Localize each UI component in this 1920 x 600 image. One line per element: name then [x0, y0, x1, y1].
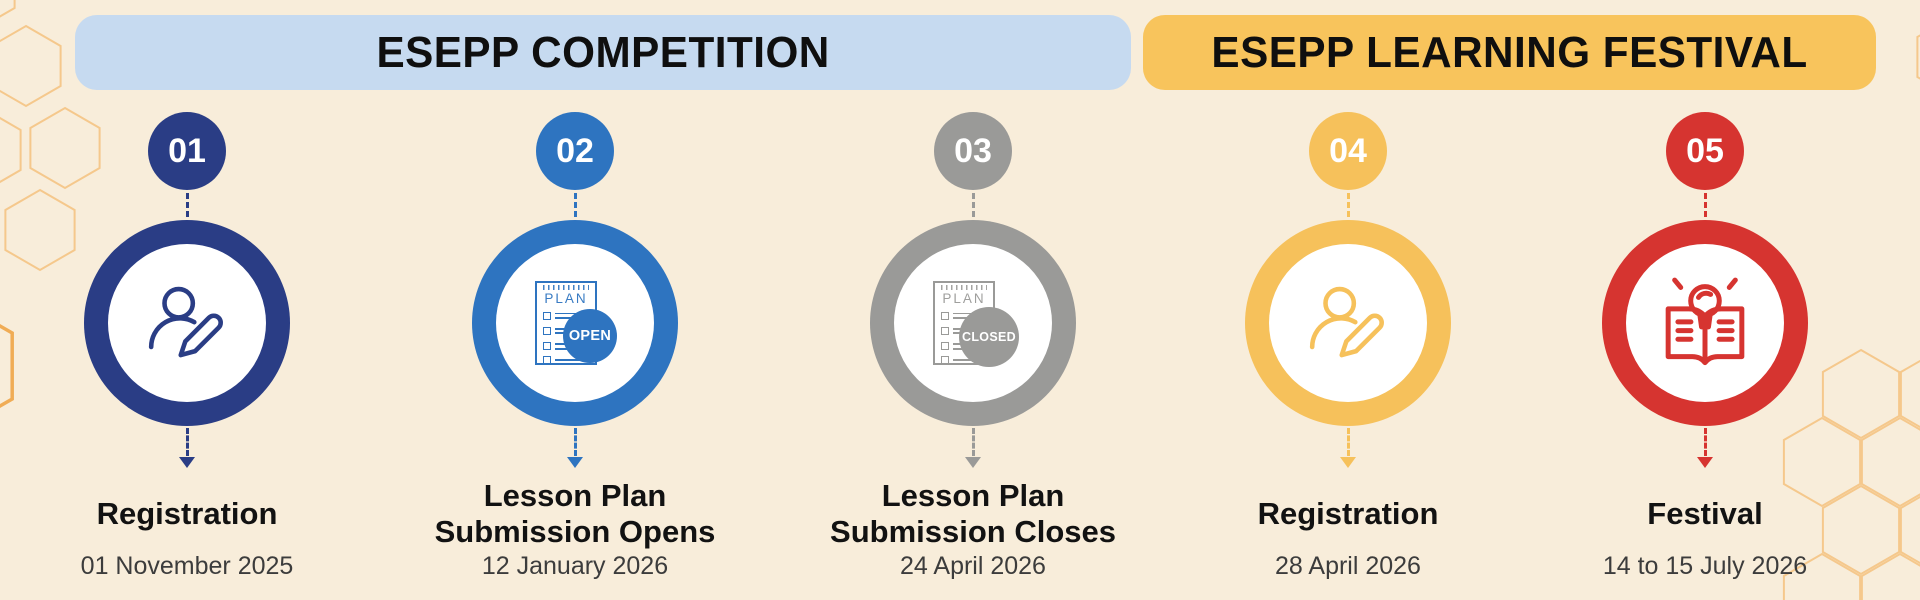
registration-icon [148, 286, 223, 358]
milestone-ring: PLAN CLOSED [870, 220, 1076, 426]
arrow-down-icon [965, 428, 981, 468]
milestone-ring: PLAN OPEN [472, 220, 678, 426]
step-number: 05 [1686, 131, 1724, 170]
header-label: ESEPP COMPETITION [376, 27, 830, 77]
milestone-ring-inner: PLAN OPEN [496, 244, 654, 402]
arrow-down-icon [1340, 428, 1356, 468]
step-number: 04 [1329, 131, 1367, 170]
milestone-03-submission-closes: 03 PLAN CLOSED [823, 112, 1123, 581]
milestone-date: 24 April 2026 [900, 552, 1046, 580]
connector-line [185, 193, 189, 217]
milestone-title: Registration [96, 496, 278, 532]
document-title: PLAN [544, 291, 588, 306]
milestone-01-registration: 01 Registration 01 November 2025 [37, 112, 337, 581]
milestone-05-festival: 05 Festival 14 to 15 July 2026 [1555, 112, 1855, 581]
lesson-plan-open-icon: PLAN OPEN [535, 281, 617, 365]
step-number-badge: 04 [1309, 112, 1387, 190]
milestone-ring [84, 220, 290, 426]
milestone-ring-inner [108, 244, 266, 402]
document-perforation [941, 285, 987, 290]
step-number-badge: 01 [148, 112, 226, 190]
step-number-badge: 02 [536, 112, 614, 190]
lesson-plan-closed-icon: PLAN CLOSED [933, 281, 1019, 367]
step-number: 01 [168, 131, 206, 170]
document-title: PLAN [942, 291, 986, 306]
step-number-badge: 05 [1666, 112, 1744, 190]
milestone-date: 28 April 2026 [1275, 552, 1421, 580]
step-number: 02 [556, 131, 594, 170]
hexagon-accent-outline [0, 298, 14, 434]
milestone-ring [1602, 220, 1808, 426]
milestone-ring-inner: PLAN CLOSED [894, 244, 1052, 402]
arrow-down-icon [1697, 428, 1713, 468]
open-badge: OPEN [563, 309, 617, 363]
registration-icon [1309, 286, 1384, 358]
milestone-date: 01 November 2025 [80, 552, 294, 580]
milestone-title: Registration [1257, 496, 1439, 532]
arrow-down-icon [567, 428, 583, 468]
header-label: ESEPP LEARNING FESTIVAL [1211, 27, 1808, 77]
connector-line [1703, 193, 1707, 217]
milestone-date: 12 January 2026 [481, 552, 669, 580]
arrow-down-icon [179, 428, 195, 468]
milestone-02-submission-opens: 02 PLAN OPEN [425, 112, 725, 581]
milestone-ring-inner [1626, 244, 1784, 402]
closed-badge: CLOSED [959, 307, 1019, 367]
connector-line [971, 193, 975, 217]
header-esepp-learning-festival: ESEPP LEARNING FESTIVAL [1143, 15, 1876, 90]
milestone-title: Festival [1647, 496, 1763, 532]
step-number-badge: 03 [934, 112, 1012, 190]
festival-book-icon [1665, 277, 1745, 366]
milestone-ring [1245, 220, 1451, 426]
header-esepp-competition: ESEPP COMPETITION [75, 15, 1131, 90]
milestone-date: 14 to 15 July 2026 [1602, 552, 1808, 580]
milestone-ring-inner [1269, 244, 1427, 402]
connector-line [1346, 193, 1350, 217]
milestone-title: Lesson Plan Submission Opens [434, 478, 716, 549]
milestone-title: Lesson Plan Submission Closes [830, 478, 1116, 549]
document-perforation [543, 285, 589, 290]
connector-line [573, 193, 577, 217]
step-number: 03 [954, 131, 992, 170]
milestone-04-registration: 04 Registration 28 April 2026 [1198, 112, 1498, 581]
